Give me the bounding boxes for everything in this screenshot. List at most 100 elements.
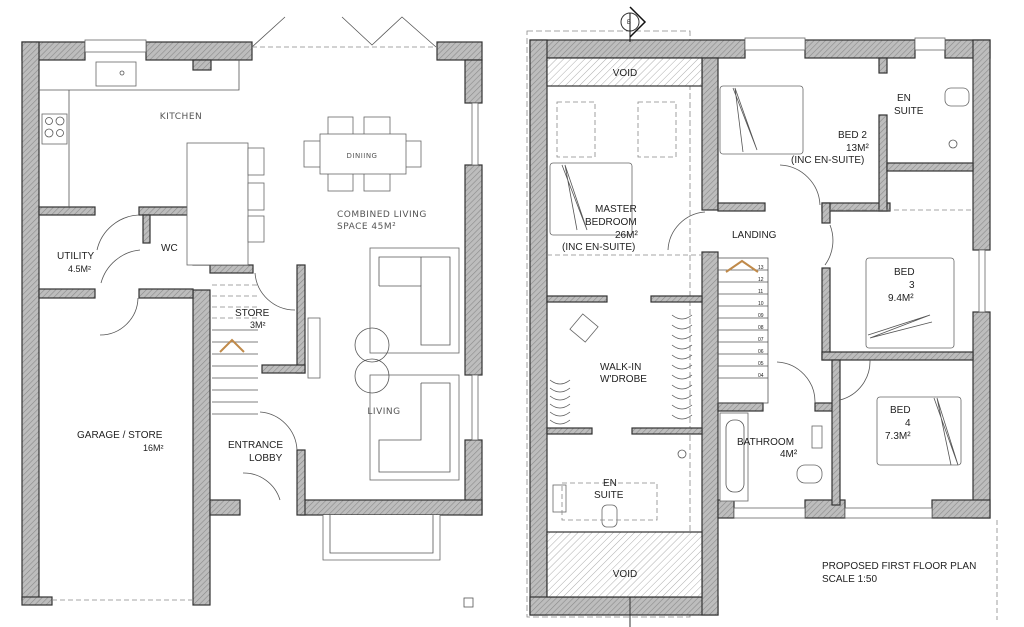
sofa	[369, 374, 460, 481]
stair-number: 06	[758, 349, 764, 355]
wall	[821, 202, 831, 224]
side-window	[471, 102, 479, 166]
coffee-table	[354, 358, 390, 394]
room-label-walk-in: WALK-IN	[600, 362, 641, 373]
bath-basin	[725, 419, 745, 493]
wall	[436, 41, 483, 61]
first-floor-plan: 13 12 11 10 09 08 07 06 05 04 B VOID MAS…	[526, 6, 998, 627]
room-area-store: 3M²	[250, 320, 266, 330]
hanger	[549, 379, 571, 425]
room-label-combined-living: COMBINED LIVING	[337, 210, 427, 220]
kitchen-window	[84, 39, 147, 53]
hob-ring	[45, 117, 53, 125]
fireplace	[307, 317, 321, 379]
drawing-title: PROPOSED FIRST FLOOR PLAN	[822, 561, 976, 572]
wall	[931, 499, 991, 519]
room-label-landing: LANDING	[732, 230, 777, 241]
wall	[261, 364, 306, 374]
wall	[717, 202, 766, 212]
window	[844, 507, 933, 519]
front-door-swing	[242, 472, 281, 501]
room-label-entrance: ENTRANCE	[228, 440, 283, 451]
rooflight	[556, 101, 596, 158]
stair-number: 08	[758, 325, 764, 331]
section-marker-label: B	[627, 20, 631, 26]
door-swing	[259, 411, 298, 451]
bed-icon	[719, 85, 804, 155]
room-area-garage: 16M²	[143, 443, 164, 453]
wall	[878, 114, 888, 212]
room-label-en-suite-2: SUITE	[894, 106, 924, 117]
wall	[650, 295, 703, 303]
room-label-en-suite-master-2: SUITE	[594, 490, 624, 501]
room-label-master-bedroom-2: BEDROOM	[585, 217, 637, 228]
bifold-door	[251, 16, 286, 48]
bifold-door	[341, 16, 437, 48]
bay-window	[322, 515, 441, 561]
toilet-icon	[944, 87, 970, 107]
wall	[831, 359, 841, 506]
wall	[972, 39, 991, 251]
chair	[363, 116, 391, 136]
room-label-kitchen: KITCHEN	[160, 112, 203, 122]
stair-direction-arrow-icon	[725, 259, 759, 273]
room-label-en-suite: EN	[897, 93, 911, 104]
room-label-void-bottom: VOID	[613, 569, 637, 580]
hob-icon	[41, 113, 68, 145]
chair	[363, 171, 391, 192]
drawing-scale: SCALE 1:50	[822, 574, 877, 585]
wall	[464, 164, 483, 376]
room-label-lobby: LOBBY	[249, 453, 283, 464]
door-swing	[779, 164, 821, 206]
wall	[546, 295, 608, 303]
sofa	[369, 247, 460, 354]
ground-floor-outline	[526, 30, 691, 618]
stair-number: 11	[758, 289, 763, 295]
room-label-utility: UTILITY	[57, 251, 95, 262]
wall	[38, 206, 96, 216]
dining-table	[319, 133, 407, 175]
room-area-master-bedroom: 26M²	[615, 230, 638, 241]
chair	[303, 140, 323, 168]
chair	[327, 171, 354, 192]
room-label-bed-4: BED	[890, 405, 911, 416]
stair-number: 04	[758, 373, 764, 379]
wall	[209, 264, 254, 274]
basin-icon	[552, 484, 567, 513]
wall	[717, 402, 764, 412]
wall	[529, 596, 719, 616]
stair-direction-arrow-icon	[219, 338, 245, 353]
stair-number: 12	[758, 277, 764, 283]
wall	[296, 449, 306, 516]
stair-number: 05	[758, 361, 764, 367]
wall	[878, 57, 888, 74]
sink-drain	[119, 70, 125, 76]
room-label-bathroom: BATHROOM	[737, 437, 794, 448]
window	[733, 507, 806, 519]
section-arrow-icon	[629, 6, 647, 38]
bed-sheet	[561, 164, 588, 231]
door-swing	[776, 361, 816, 404]
door-swing	[96, 214, 140, 251]
wall	[38, 288, 96, 299]
chair	[404, 140, 422, 168]
wall	[209, 499, 241, 516]
door-swing	[100, 249, 141, 284]
door-swing	[667, 211, 706, 251]
staircase	[212, 284, 260, 415]
wall	[546, 427, 593, 435]
wall	[717, 499, 735, 519]
wall	[821, 267, 831, 361]
rooflight	[637, 101, 677, 158]
wall	[972, 311, 991, 519]
room-label-void: VOID	[613, 68, 637, 79]
sink-icon	[95, 61, 137, 87]
worktop	[39, 60, 240, 91]
hob-ring	[55, 116, 65, 126]
room-label-garage: GARAGE / STORE	[77, 430, 163, 441]
room-label-bed-3-num: 3	[909, 280, 915, 291]
door-swing	[99, 297, 139, 336]
room-label-living: LIVING	[367, 407, 400, 417]
hanger	[671, 314, 693, 420]
hob-ring	[44, 128, 54, 138]
